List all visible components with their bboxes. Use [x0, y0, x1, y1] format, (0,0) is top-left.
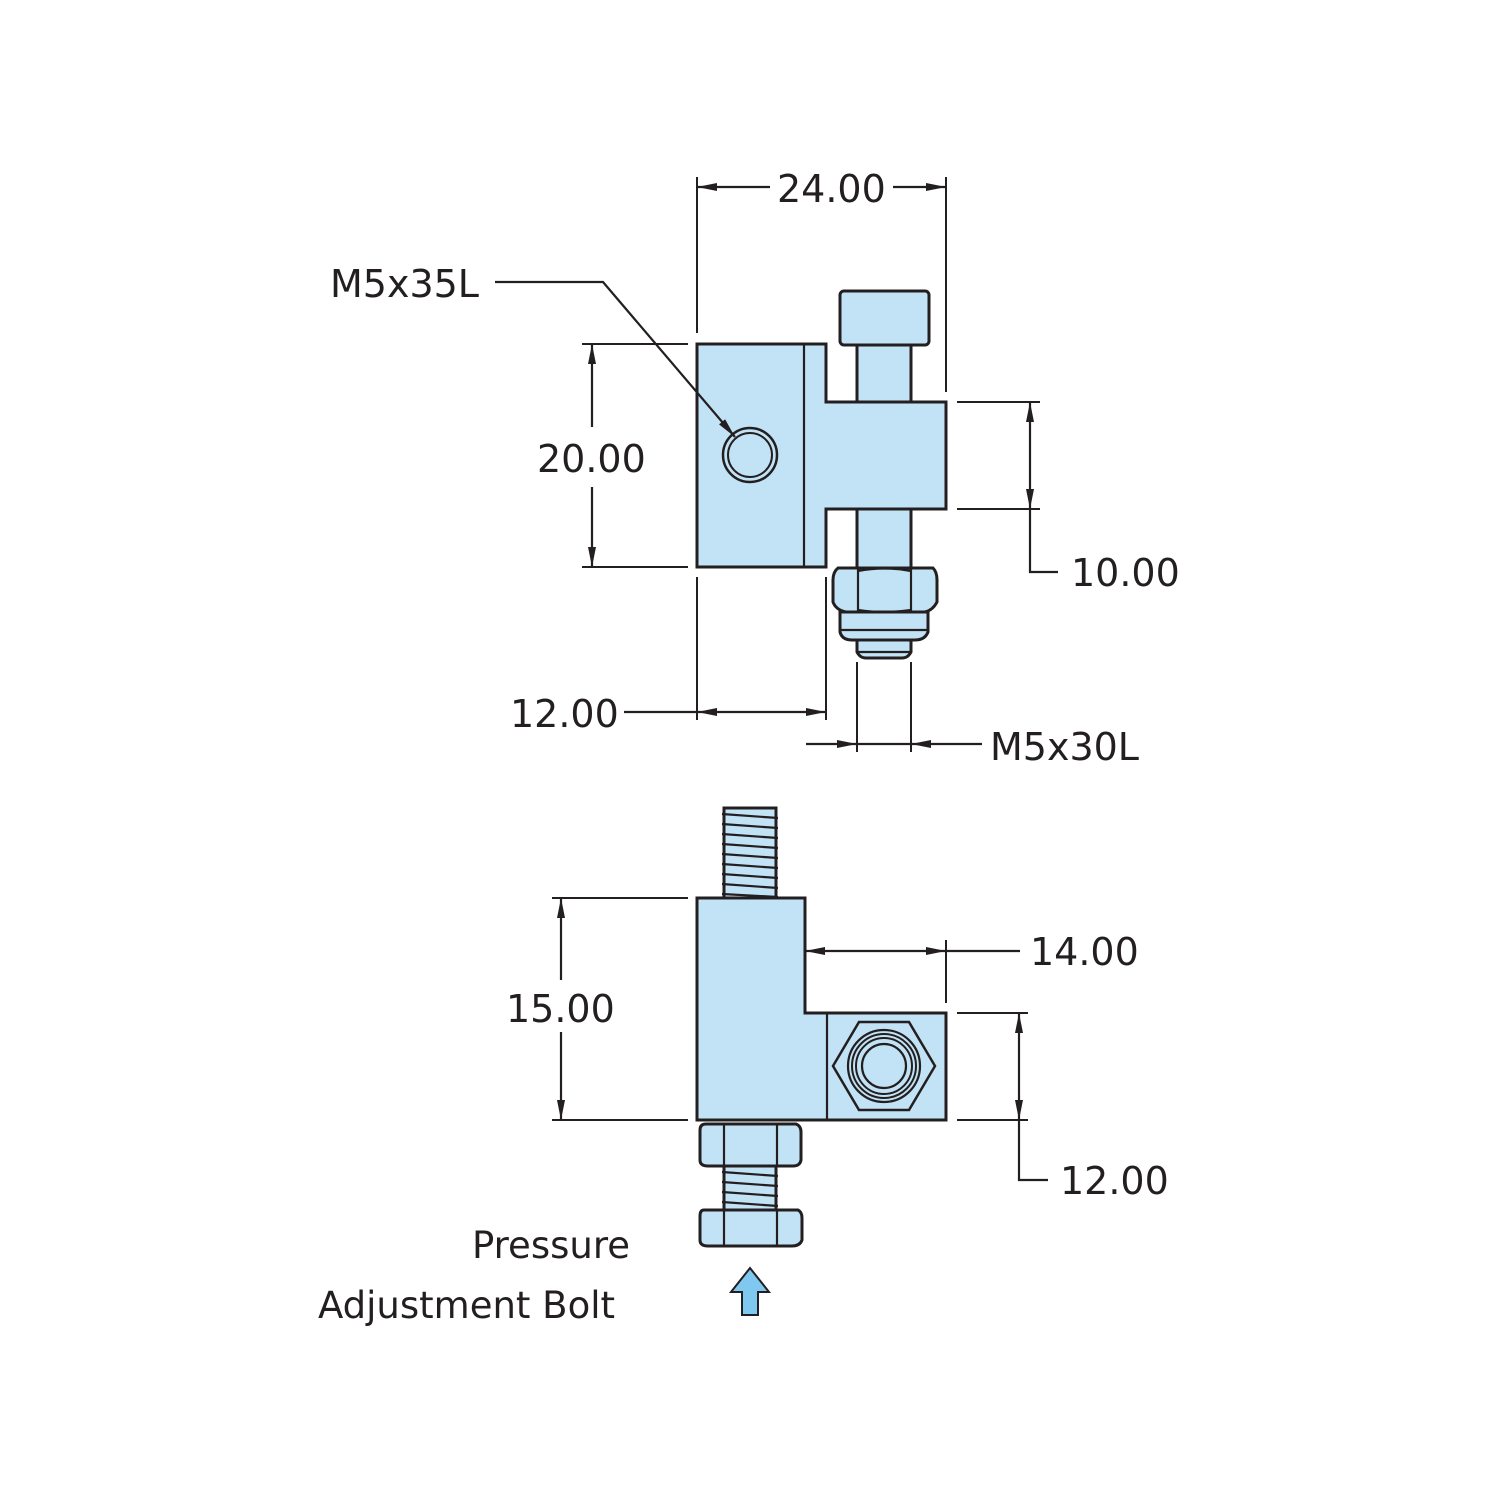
up-arrow-icon [728, 1266, 772, 1316]
label-adjustment-bolt: Adjustment Bolt [318, 1284, 615, 1327]
dim-top-height: 20.00 [537, 437, 646, 481]
clamp-block-side [695, 896, 948, 1122]
dim-bottom-height: 15.00 [506, 987, 615, 1031]
hex-nut [831, 566, 939, 614]
bottom-view [552, 806, 1048, 1316]
callout-bolt: M5x30L [990, 725, 1139, 769]
dim-top-width: 24.00 [777, 167, 886, 211]
dim-step-width: 14.00 [1030, 930, 1139, 974]
bolt-shank-upper [855, 343, 913, 405]
pressure-bolt-head [698, 1208, 804, 1248]
dim-top-flange-height: 10.00 [1071, 551, 1180, 595]
dim-bottom-flange-height: 12.00 [1060, 1159, 1169, 1203]
top-view [495, 177, 1058, 752]
callout-set-screw: M5x35L [330, 262, 479, 306]
set-screw-hole [721, 426, 779, 484]
bolt-head [838, 289, 931, 347]
dim-block-depth: 12.00 [510, 692, 619, 736]
hex-fitting [831, 1020, 937, 1112]
clamp-block [695, 342, 948, 569]
bolt-shank-lower [855, 507, 913, 573]
label-pressure: Pressure [472, 1224, 630, 1267]
